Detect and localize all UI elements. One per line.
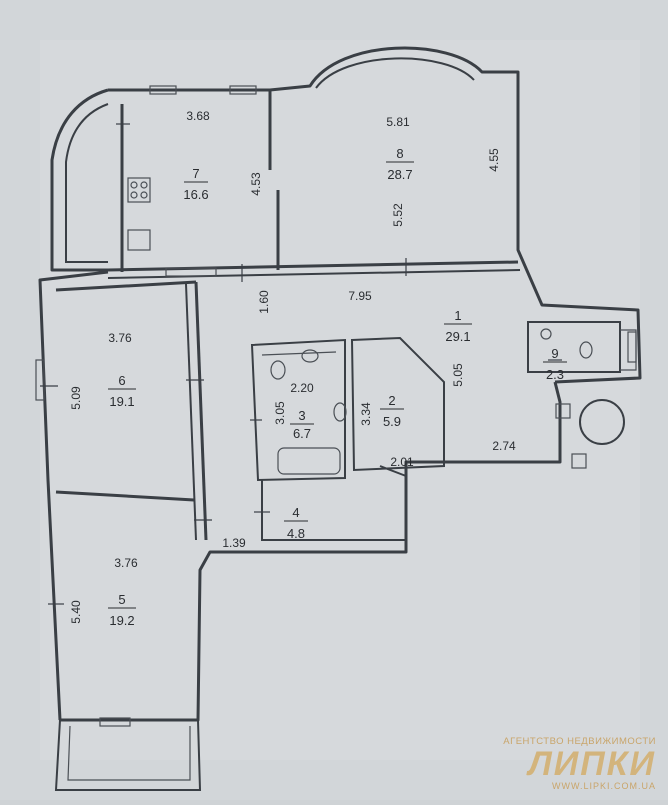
- room-8-label: 8 28.7: [386, 146, 414, 182]
- room-number: 6: [118, 373, 125, 388]
- room-number: 7: [192, 166, 199, 181]
- dimension-label: 3.68: [186, 109, 210, 123]
- dimension-label: 3.34: [359, 402, 373, 426]
- brand-tagline: АГЕНТСТВО НЕДВИЖИМОСТИ: [503, 736, 656, 747]
- dimension-label: 4.55: [487, 148, 501, 172]
- dimension-label: 3.76: [114, 556, 138, 570]
- room-number: 9: [551, 346, 558, 361]
- room-area: 6.7: [293, 426, 311, 441]
- room-number: 4: [292, 505, 299, 520]
- room-number: 5: [118, 592, 125, 607]
- room-number: 2: [388, 393, 395, 408]
- room-labels: 7 16.6 8 28.7 1 29.1 6 19.1 3 6.7 2 5.9: [108, 146, 567, 628]
- dimension-label: 3.76: [108, 331, 132, 345]
- room-area: 4.8: [287, 526, 305, 541]
- brand-url: WWW.LIPKI.COM.UA: [551, 781, 656, 791]
- room-6-label: 6 19.1: [108, 373, 136, 409]
- inner-walls: [35, 85, 637, 727]
- room-area: 19.2: [109, 613, 134, 628]
- room-3-label: 3 6.7: [290, 408, 314, 441]
- dimension-label: 5.40: [69, 600, 83, 624]
- watermark: АГЕНТСТВО НЕДВИЖИМОСТИ ЛИПКИ WWW.LIPKI.C…: [456, 736, 656, 791]
- room-9-label: 9 2.3: [543, 346, 567, 382]
- room-area: 28.7: [387, 167, 412, 182]
- dimension-label: 7.95: [348, 289, 372, 303]
- room-number: 8: [396, 146, 403, 161]
- dimension-label: 4.53: [249, 172, 263, 196]
- dimension-label: 2.74: [492, 439, 516, 453]
- brand-logo: ЛИПКИ: [528, 745, 656, 783]
- room-area: 16.6: [183, 187, 208, 202]
- room-5-label: 5 19.2: [108, 592, 136, 628]
- dimension-label: 5.05: [451, 363, 465, 387]
- dimension-labels: 3.68 4.53 5.81 4.55 5.52 1.60 7.95 3.76 …: [69, 109, 516, 624]
- room-area: 19.1: [109, 394, 134, 409]
- room-7-label: 7 16.6: [183, 166, 208, 202]
- dimension-label: 5.81: [386, 115, 410, 129]
- room-4-label: 4 4.8: [284, 505, 308, 541]
- dimension-label: 1.60: [257, 290, 271, 314]
- dimension-label: 5.09: [69, 386, 83, 410]
- dimension-label: 5.52: [391, 203, 405, 227]
- dimension-label: 3.05: [273, 401, 287, 425]
- dimension-label: 2.20: [290, 381, 314, 395]
- room-number: 3: [298, 408, 305, 423]
- dimension-label: 1.39: [222, 536, 246, 550]
- room-number: 1: [454, 308, 461, 323]
- room-2-label: 2 5.9: [380, 393, 404, 429]
- room-area: 29.1: [445, 329, 470, 344]
- room-1-label: 1 29.1: [444, 308, 472, 344]
- room-area: 5.9: [383, 414, 401, 429]
- dimension-ticks: [40, 123, 562, 605]
- dimension-label: 2.01: [390, 455, 414, 469]
- room-area: 2.3: [546, 367, 564, 382]
